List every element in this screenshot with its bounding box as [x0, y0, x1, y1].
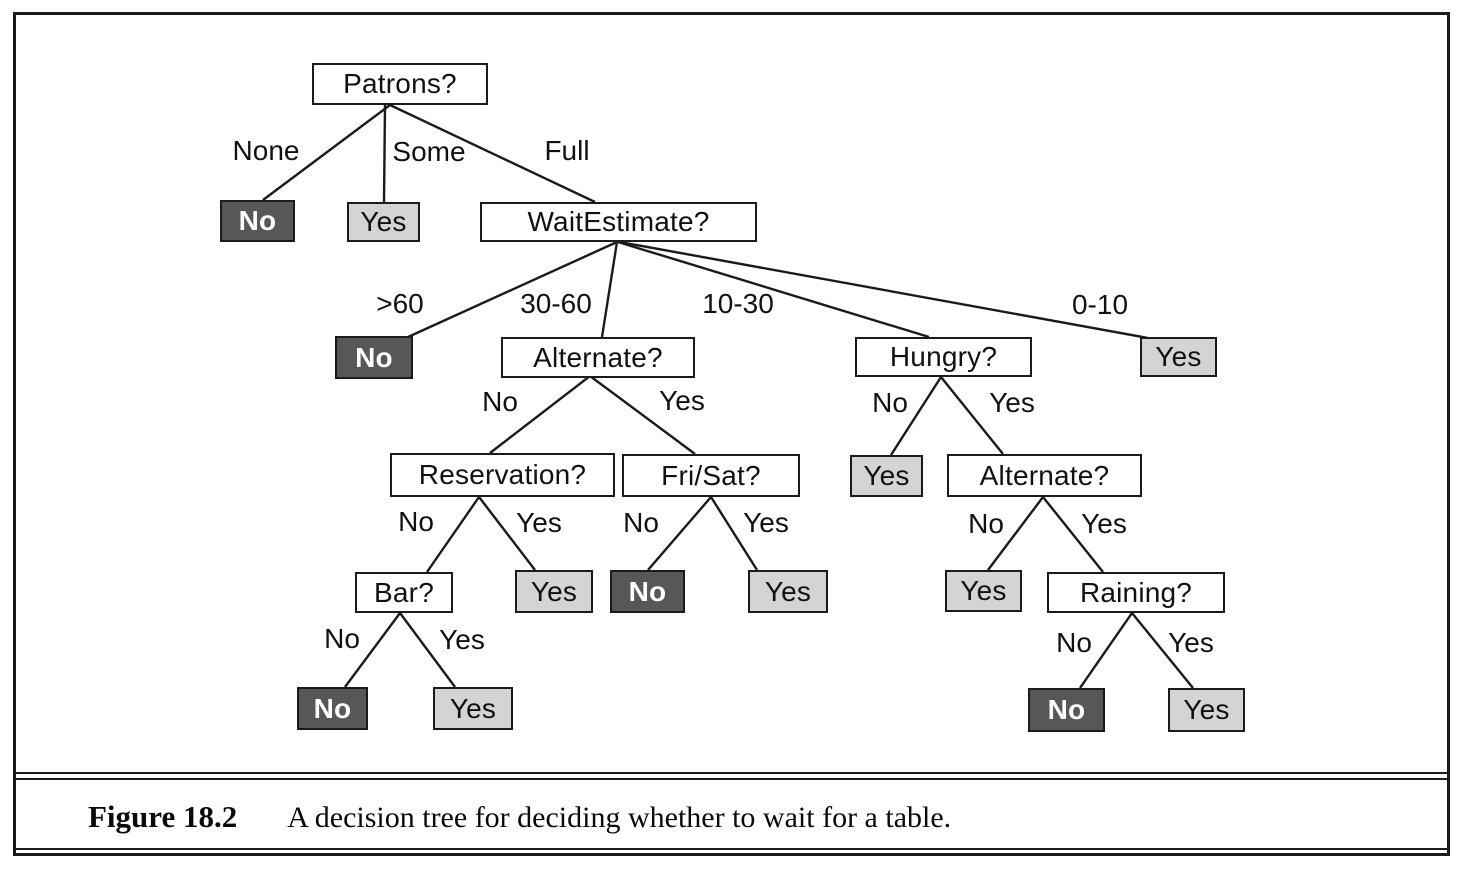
leaf-node-yes-0-10: Yes	[1140, 337, 1217, 377]
leaf-node-yes-hungry-no: Yes	[850, 455, 923, 497]
branch-label-patrons-yes-some: Some	[392, 136, 466, 167]
branch-label-waitestimate-hungry: 10-30	[702, 288, 774, 319]
leaf-node-no-rain: No	[1028, 688, 1105, 732]
leaf-node-yes-alt2: Yes	[945, 570, 1022, 612]
edge-waitestimate-no-gt60	[407, 240, 618, 339]
leaf-node-yes-some: Yes	[347, 202, 420, 242]
edge-hungry-alternate2	[940, 376, 1004, 455]
branch-label-alternate2-raining: Yes	[1081, 508, 1127, 539]
decision-node-raining: Raining?	[1047, 572, 1225, 613]
edge-reservation-bar	[426, 496, 480, 573]
leaf-node-no-gt60: No	[335, 336, 413, 379]
leaf-node-yes-res: Yes	[515, 570, 593, 613]
edge-patrons-yes-some	[382, 104, 387, 203]
branch-label-hungry-yes-hungry-no: No	[872, 387, 908, 418]
caption-divider-bottom-line	[16, 848, 1448, 850]
decision-node-reservation: Reservation?	[390, 453, 615, 497]
branch-label-bar-yes-bar: Yes	[439, 624, 485, 655]
decision-node-waitestimate: WaitEstimate?	[480, 202, 757, 242]
branch-label-patrons-no-none: None	[232, 135, 300, 166]
edge-frisat-no-frisat	[647, 496, 712, 571]
edge-waitestimate-yes-0-10	[619, 240, 1149, 340]
edge-raining-no-rain	[1079, 612, 1133, 689]
decision-node-alternate2: Alternate?	[947, 454, 1142, 497]
leaf-node-yes-rain: Yes	[1168, 688, 1245, 732]
leaf-node-yes-frisat: Yes	[748, 570, 828, 613]
figure-caption: Figure 18.2 A decision tree for deciding…	[88, 799, 951, 835]
leaf-node-no-bar: No	[297, 687, 368, 730]
branch-label-alternate1-frisat: Yes	[659, 385, 705, 416]
edge-patrons-waitestimate	[389, 103, 596, 204]
branch-label-raining-no-rain: No	[1056, 627, 1092, 658]
edge-alternate2-raining	[1042, 496, 1104, 573]
edge-bar-yes-bar	[399, 612, 456, 688]
branch-label-reservation-yes-res: Yes	[516, 507, 562, 538]
edge-alternate1-reservation	[489, 375, 591, 454]
figure-number: Figure 18.2	[88, 799, 238, 834]
edge-frisat-yes-frisat	[709, 496, 759, 571]
branch-label-waitestimate-alternate1: 30-60	[520, 288, 592, 319]
edge-alternate1-frisat	[589, 375, 696, 455]
leaf-node-no-none: No	[220, 200, 295, 242]
edge-patrons-no-none	[262, 104, 391, 201]
branch-label-reservation-bar: No	[398, 506, 434, 537]
branch-label-alternate1-reservation: No	[482, 386, 518, 417]
decision-node-bar: Bar?	[355, 572, 453, 613]
branch-label-frisat-yes-frisat: Yes	[743, 507, 789, 538]
branch-label-frisat-no-frisat: No	[623, 507, 659, 538]
leaf-node-no-frisat: No	[610, 570, 685, 613]
decision-node-frisat: Fri/Sat?	[622, 454, 800, 497]
edge-alternate2-yes-alt2	[987, 496, 1044, 571]
caption-divider-top-line-2	[16, 778, 1448, 780]
branch-label-bar-no-bar: No	[324, 623, 360, 654]
decision-node-patrons: Patrons?	[312, 63, 488, 105]
decision-node-alternate1: Alternate?	[501, 337, 695, 378]
branch-label-waitestimate-yes-0-10: 0-10	[1071, 289, 1129, 320]
branch-label-patrons-waitestimate: Full	[544, 135, 590, 166]
edge-hungry-yes-hungry-no	[889, 376, 943, 456]
branch-label-waitestimate-no-gt60: >60	[376, 288, 424, 319]
branch-label-raining-yes-rain: Yes	[1168, 627, 1214, 658]
figure-caption-text: A decision tree for deciding whether to …	[287, 801, 952, 834]
caption-divider-top-line-1	[16, 772, 1448, 774]
edge-reservation-yes-res	[478, 496, 536, 571]
edge-waitestimate-hungry	[617, 240, 930, 339]
branch-label-hungry-alternate2: Yes	[989, 387, 1035, 418]
edge-waitestimate-alternate1	[600, 241, 619, 338]
decision-node-hungry: Hungry?	[855, 337, 1032, 377]
branch-label-alternate2-yes-alt2: No	[968, 508, 1004, 539]
leaf-node-yes-bar: Yes	[433, 687, 513, 730]
edge-bar-no-bar	[344, 612, 401, 688]
edge-raining-yes-rain	[1131, 612, 1194, 689]
